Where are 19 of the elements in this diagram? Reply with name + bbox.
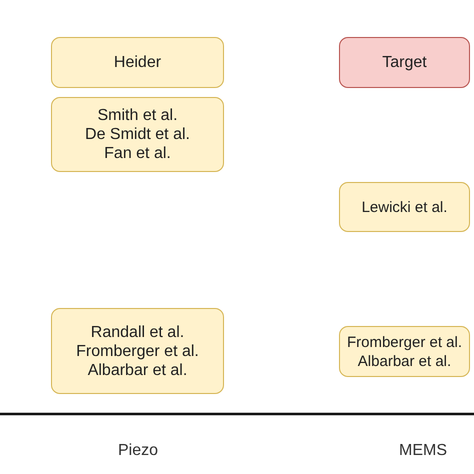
category-label: MEMS (399, 442, 447, 460)
reference-text: Albarbar et al. (88, 360, 188, 380)
reference-text: Target (382, 53, 427, 72)
reference-box (339, 182, 470, 232)
category-label: Piezo (118, 442, 158, 460)
reference-text: Albarbar et al. (358, 352, 452, 370)
reference-text: Lewicki et al. (362, 198, 448, 216)
reference-text: De Smidt et al. (85, 125, 190, 144)
reference-box (51, 37, 224, 88)
reference-text: Randall et al. (90, 322, 184, 342)
reference-text: Fromberger et al. (76, 342, 199, 360)
reference-box (339, 326, 470, 377)
reference-box (339, 37, 470, 88)
reference-text: Smith et al. (97, 106, 178, 125)
reference-text: Fan et al. (104, 144, 171, 163)
reference-text: Heider (114, 53, 162, 72)
reference-text: Fromberger et al. (346, 332, 462, 352)
reference-box (51, 97, 224, 172)
reference-box (51, 308, 224, 394)
